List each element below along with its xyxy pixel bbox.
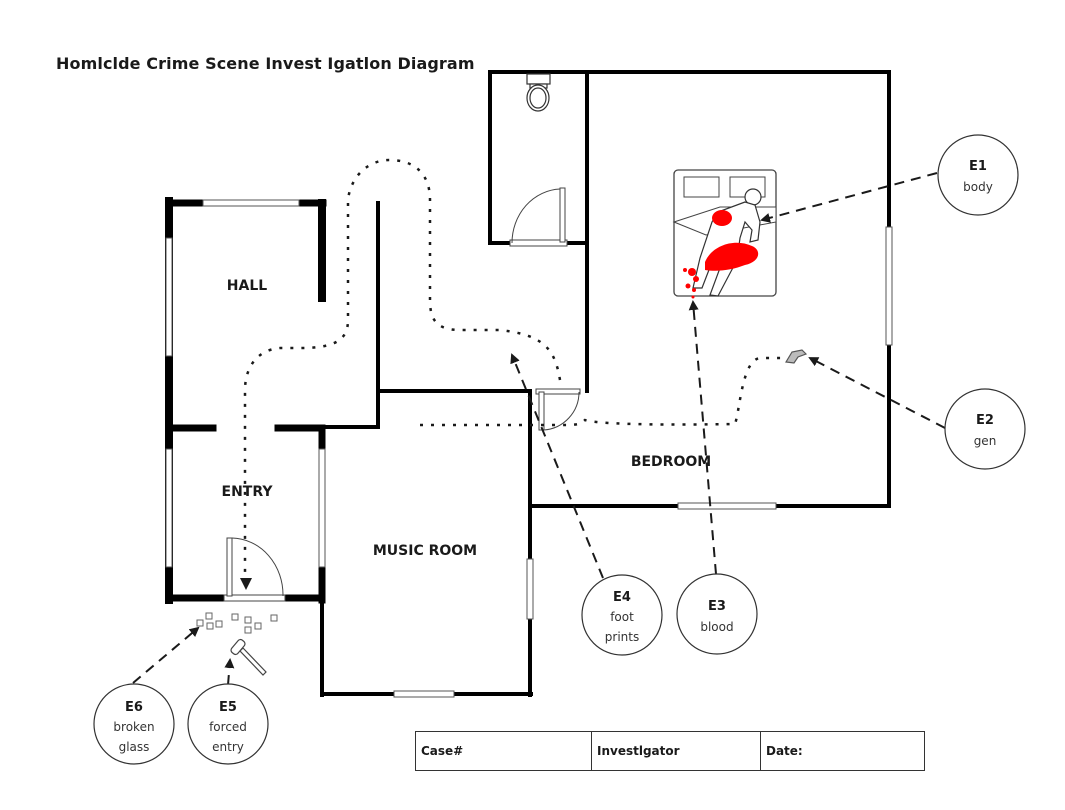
room-label-bedroom: BEDROOM [631,454,711,470]
window-bedroom-right [885,226,893,346]
evidence-desc: foot [610,610,634,624]
evidence-marker-e1[interactable]: E1 body [937,134,1019,216]
room-label-entry: ENTRY [222,484,274,500]
door-entry [223,537,286,602]
date-field[interactable]: Date: [760,731,925,771]
walls [165,70,891,697]
evidence-id: E5 [219,700,237,715]
evidence-marker-e4[interactable]: E4 foot prints [581,574,663,656]
case-info-table: Case# Investlgator Date: [415,731,925,771]
evidence-marker-e3[interactable]: E3 blood [676,573,758,655]
evidence-desc: forced [209,720,247,734]
path-of-travel [243,158,786,580]
leader-e2 [808,357,946,429]
door-bedroom [535,388,581,431]
doors [223,187,581,602]
evidence-desc: body [963,180,993,194]
toilet-icon [526,73,551,112]
evidence-marker-e5[interactable]: E5 forced entry [187,683,269,765]
diagram-title: Homlclde Crime Scene Invest Igatlon Diag… [56,54,475,73]
window-music-right [526,558,534,620]
door-bathroom [509,187,568,247]
hammer-icon [230,638,267,676]
window-entry-left [165,448,173,568]
window-music-bottom [393,690,455,698]
pillow-left [683,176,720,198]
windows [165,199,893,698]
leader-e5 [224,658,235,686]
case-number-field[interactable]: Case# [415,731,592,771]
evidence-desc: entry [212,740,244,754]
evidence-id: E6 [125,700,143,715]
broken-glass-icon [196,612,278,634]
leader-e6 [132,626,200,684]
evidence-desc: gen [974,434,997,448]
evidence-marker-e6[interactable]: E6 broken glass [93,683,175,765]
gun-icon [785,349,808,364]
evidence-desc: blood [700,620,733,634]
investigator-field[interactable]: Investlgator [591,731,761,771]
room-label-music-room: MUSIC ROOM [373,543,477,559]
leader-lines [132,172,946,686]
evidence-desc: broken [113,720,154,734]
leader-e1 [760,172,938,223]
window-entry-right [318,448,326,568]
evidence-desc: glass [119,740,150,754]
room-label-hall: HALL [227,278,267,294]
window-hall-left [165,237,173,357]
path-arrowhead [240,578,252,590]
evidence-desc: prints [605,630,639,644]
blood-stain [683,210,759,299]
evidence-id: E4 [613,590,631,605]
evidence-marker-e2[interactable]: E2 gen [944,388,1026,470]
leader-e3 [688,300,717,575]
leader-e4 [510,353,604,579]
window-bedroom-bottom [677,502,777,510]
window-hall-top [202,199,300,207]
evidence-id: E3 [708,599,726,614]
evidence-id: E2 [976,413,994,428]
evidence-id: E1 [969,159,987,174]
